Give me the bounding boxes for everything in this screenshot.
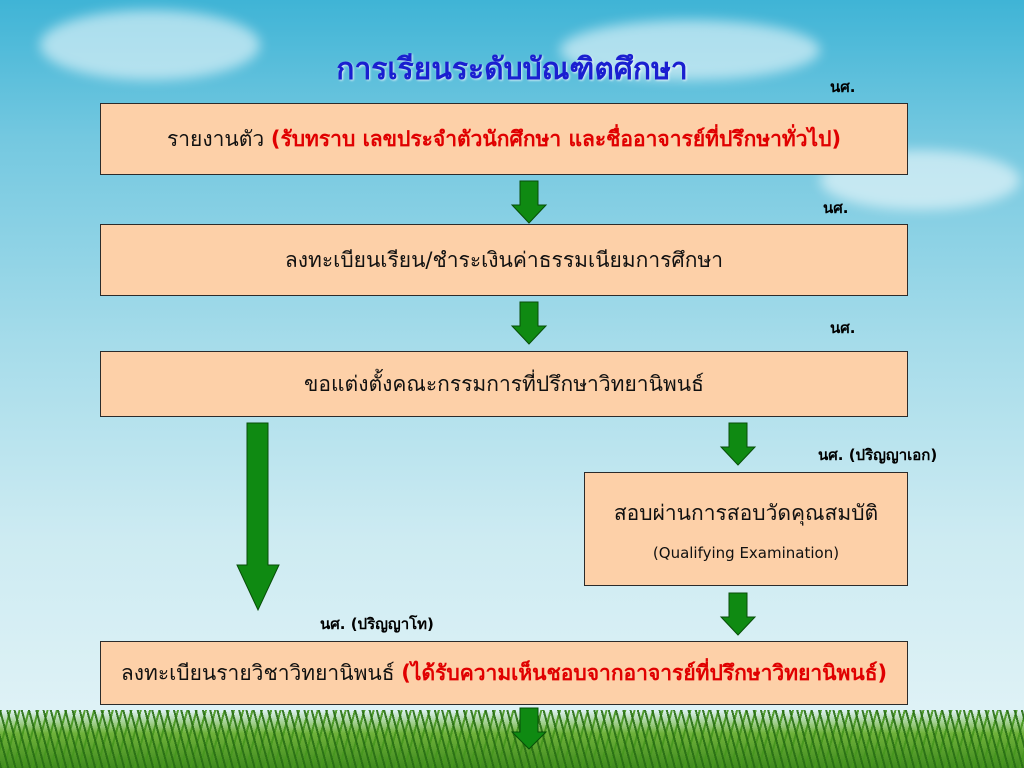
step-text: ลงทะเบียนรายวิชาวิทยานิพนธ์	[120, 660, 395, 685]
role-label-4: นศ. (ปริญญาเอก)	[818, 446, 938, 464]
step-subtext: (Qualifying Examination)	[652, 543, 840, 562]
down-arrow-icon	[510, 301, 548, 345]
role-label-2: นศ.	[823, 199, 849, 217]
step-text: สอบผ่านการสอบวัดคุณสมบัติ	[613, 500, 879, 525]
grass-decoration	[0, 710, 1024, 768]
down-arrow-icon	[510, 707, 548, 750]
cloud	[40, 10, 260, 80]
step-highlight: (รับทราบ เลขประจำตัวนักศึกษา และชื่ออาจา…	[270, 126, 842, 151]
down-arrow-icon	[719, 422, 757, 466]
long-down-arrow-icon	[236, 422, 280, 612]
step-box-report: รายงานตัว (รับทราบ เลขประจำตัวนักศึกษา แ…	[100, 103, 908, 175]
down-arrow-icon	[510, 180, 548, 224]
page-title: การเรียนระดับบัณฑิตศึกษา	[336, 52, 688, 87]
cloud	[560, 20, 820, 80]
step-text: ขอแต่งตั้งคณะกรรมการที่ปรึกษาวิทยานิพนธ์	[304, 371, 704, 396]
step-box-qualifying: สอบผ่านการสอบวัดคุณสมบัติ (Qualifying Ex…	[584, 472, 908, 586]
role-label-5: นศ. (ปริญญาโท)	[320, 615, 434, 633]
role-label-3: นศ.	[830, 319, 856, 337]
step-box-register: ลงทะเบียนเรียน/ชำระเงินค่าธรรมเนียมการศึ…	[100, 224, 908, 296]
step-highlight: (ได้รับความเห็นชอบจากอาจารย์ที่ปรึกษาวิท…	[401, 660, 888, 685]
step-text: ลงทะเบียนเรียน/ชำระเงินค่าธรรมเนียมการศึ…	[284, 247, 724, 272]
down-arrow-icon	[719, 592, 757, 636]
step-box-committee: ขอแต่งตั้งคณะกรรมการที่ปรึกษาวิทยานิพนธ์	[100, 351, 908, 417]
role-label-1: นศ.	[830, 78, 856, 96]
step-text: รายงานตัว	[166, 126, 265, 151]
step-box-thesis: ลงทะเบียนรายวิชาวิทยานิพนธ์ (ได้รับความเ…	[100, 641, 908, 705]
